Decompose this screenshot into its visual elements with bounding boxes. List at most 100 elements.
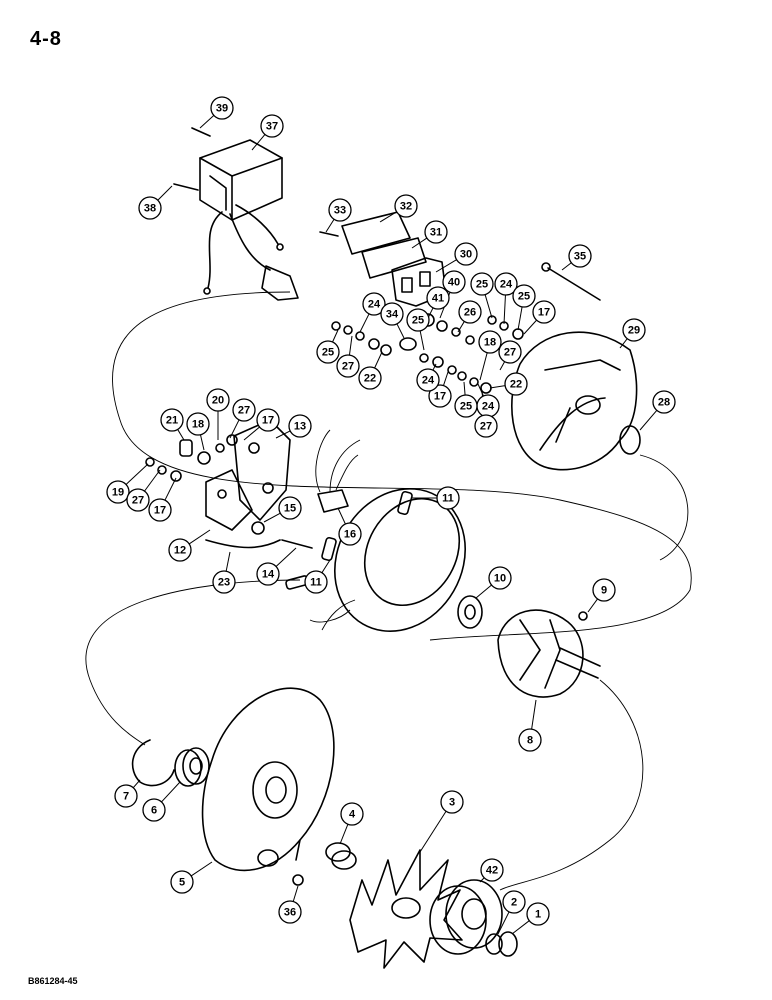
callout-circle-22a (358, 366, 382, 390)
callout-27d: 27 (232, 398, 256, 422)
callout-18a: 18 (478, 330, 502, 354)
callout-circle-42 (480, 858, 504, 882)
callout-6: 6 (142, 798, 166, 822)
callout-10: 10 (488, 566, 512, 590)
callout-17b: 17 (428, 384, 452, 408)
leader-line-5 (190, 861, 213, 877)
callout-33: 33 (328, 198, 352, 222)
callout-circle-25b (512, 284, 536, 308)
callout-22b: 22 (504, 372, 528, 396)
callout-circle-3 (440, 790, 464, 814)
callout-label-27d: 27 (238, 405, 250, 417)
callout-circle-34 (380, 302, 404, 326)
leader-line-16 (337, 507, 346, 525)
leader-line-25b (517, 306, 523, 331)
front-housing (201, 687, 335, 872)
callout-circle-23 (212, 570, 236, 594)
callout-circle-11b (304, 570, 328, 594)
callout-circle-4 (340, 802, 364, 826)
leader-line-35 (561, 262, 572, 271)
leader-line-17b (443, 371, 449, 386)
callout-label-27b: 27 (504, 347, 516, 359)
pulley-nut (498, 931, 518, 957)
callout-label-25d: 25 (322, 347, 334, 359)
housing-nut (292, 874, 304, 886)
callout-circle-38 (138, 196, 162, 220)
callout-circle-25c (406, 308, 430, 332)
leader-line-18a (479, 352, 488, 381)
callout-17d: 17 (148, 498, 172, 522)
callout-circle-33 (328, 198, 352, 222)
leader-line-24b (359, 313, 370, 333)
thru-bolt (547, 267, 601, 301)
leader-line-18b (199, 434, 205, 451)
callout-circle-10 (488, 566, 512, 590)
callout-label-24c: 24 (422, 375, 435, 387)
leader-line-1 (511, 920, 530, 935)
callout-label-36: 36 (284, 907, 296, 919)
callout-14: 14 (256, 562, 280, 586)
callout-circle-40 (442, 270, 466, 294)
callout-circle-8 (518, 728, 542, 752)
callout-label-3: 3 (449, 797, 455, 809)
callout-label-13: 13 (294, 421, 306, 433)
callout-label-18b: 18 (192, 419, 204, 431)
callout-30: 30 (454, 242, 478, 266)
callout-circle-29 (622, 318, 646, 342)
callout-circle-17a (532, 300, 556, 324)
leader-line-17c (243, 426, 260, 441)
callout-25b: 25 (512, 284, 536, 308)
callout-circle-18b (186, 412, 210, 436)
callout-34: 34 (380, 302, 404, 326)
callout-circle-1 (526, 902, 550, 926)
callout-circle-25d (316, 340, 340, 364)
callout-circle-5 (170, 870, 194, 894)
callout-25d: 25 (316, 340, 340, 364)
callout-circle-24b (362, 292, 386, 316)
leader-line-25d (332, 329, 339, 343)
callout-24b: 24 (362, 292, 386, 316)
callout-circle-25e (454, 394, 478, 418)
callout-circle-7 (114, 784, 138, 808)
leader-line-29 (619, 338, 628, 349)
leader-line-25a (484, 294, 493, 319)
callout-circle-41 (426, 286, 450, 310)
leader-line-31 (411, 237, 428, 249)
callout-42: 42 (480, 858, 504, 882)
leader-line-24c (432, 363, 437, 371)
callout-label-11a: 11 (442, 493, 454, 505)
callout-label-6: 6 (151, 805, 157, 817)
left-hardware (145, 434, 265, 535)
callout-label-32: 32 (400, 201, 412, 213)
leader-line-9 (587, 598, 598, 613)
callout-label-10: 10 (494, 573, 506, 585)
callout-label-24a: 24 (500, 279, 513, 291)
upper-guide-loop (112, 291, 692, 641)
callout-37: 37 (260, 114, 284, 138)
leader-line-28 (639, 410, 658, 431)
leader-line-7 (132, 779, 141, 789)
callout-31: 31 (424, 220, 448, 244)
leader-line-8 (531, 699, 537, 730)
leader-line-22a (374, 351, 383, 369)
callout-circle-25a (470, 272, 494, 296)
callout-label-1: 1 (535, 909, 541, 921)
callout-circle-13 (288, 414, 312, 438)
callout-label-30: 30 (460, 249, 472, 261)
callout-11b: 11 (304, 570, 328, 594)
leader-line-27d (229, 419, 240, 439)
callout-8: 8 (518, 728, 542, 752)
callout-label-9: 9 (601, 585, 607, 597)
callout-27e: 27 (126, 488, 150, 512)
leader-line-22b (489, 385, 506, 389)
callout-label-2: 2 (511, 897, 517, 909)
callout-38: 38 (138, 196, 162, 220)
leader-line-2 (497, 911, 510, 935)
callout-5: 5 (170, 870, 194, 894)
callout-label-27a: 27 (342, 361, 354, 373)
callout-label-19: 19 (112, 487, 124, 499)
callout-25a: 25 (470, 272, 494, 296)
callout-label-28: 28 (658, 397, 670, 409)
callout-label-16: 16 (344, 529, 356, 541)
callout-circle-39 (210, 96, 234, 120)
